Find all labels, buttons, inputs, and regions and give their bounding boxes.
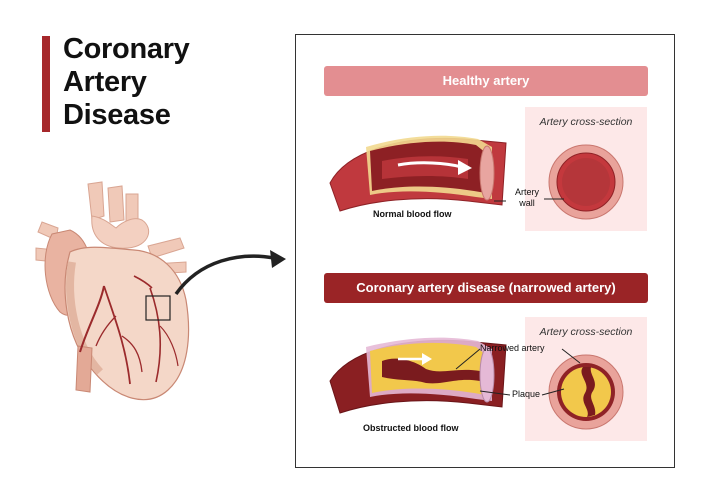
- healthy-caption: Normal blood flow: [373, 209, 452, 219]
- flow-arrow-icon: [397, 160, 472, 175]
- healthy-cross-section-illustration: [548, 144, 624, 220]
- title-line-3: Disease: [63, 99, 171, 131]
- disease-caption: Obstructed blood flow: [363, 423, 459, 433]
- artery-wall-pointer: [494, 198, 564, 202]
- healthy-artery-illustration: [329, 135, 507, 212]
- diseased-artery-illustration: [329, 337, 507, 414]
- narrowed-artery-label: Narrowed artery: [480, 343, 545, 353]
- healthy-cross-section-title: Artery cross-section: [539, 116, 633, 128]
- artery-wall-label-line-2: wall: [519, 198, 535, 208]
- disease-label-pointers: [455, 348, 581, 396]
- healthy-cross-section-box: Artery cross-section: [525, 107, 647, 231]
- title-accent-bar: [42, 36, 50, 132]
- disease-cross-section-illustration: [548, 354, 624, 430]
- zoom-arrow-icon: [174, 250, 286, 296]
- disease-cross-section-title: Artery cross-section: [539, 326, 633, 338]
- page-title: Coronary Artery Disease: [63, 33, 190, 132]
- obstructed-flow-arrow-icon: [398, 353, 432, 365]
- heart-illustration: [35, 181, 190, 401]
- healthy-artery-banner: Healthy artery: [324, 66, 648, 96]
- artery-wall-label-line-1: Artery: [514, 187, 539, 197]
- title-line-1: Coronary: [63, 33, 190, 65]
- artery-wall-label: Artery wall: [510, 187, 544, 209]
- disease-artery-banner: Coronary artery disease (narrowed artery…: [324, 273, 648, 303]
- plaque-label: Plaque: [512, 389, 541, 399]
- disease-cross-section-box: Artery cross-section: [525, 317, 647, 441]
- comparison-panel: Healthy artery Coronary artery disease (…: [295, 34, 675, 468]
- title-line-2: Artery: [63, 66, 147, 98]
